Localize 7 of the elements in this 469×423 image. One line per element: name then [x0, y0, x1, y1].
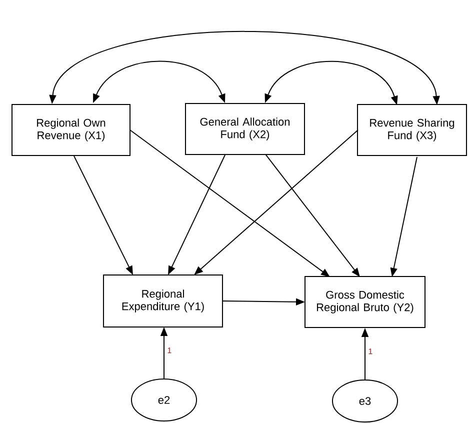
- edge-label: 1: [368, 348, 372, 354]
- variable-box: Regional Own Revenue (X1): [12, 104, 130, 156]
- variable-box: General Allocation Fund (X2): [185, 103, 305, 155]
- variable-box: Revenue Sharing Fund (X3): [357, 104, 467, 156]
- variable-box: Gross Domestic Regional Bruto (Y2): [304, 276, 426, 328]
- edge-label: 1: [168, 348, 172, 354]
- variable-box: Regional Expenditure (Y1): [103, 274, 223, 328]
